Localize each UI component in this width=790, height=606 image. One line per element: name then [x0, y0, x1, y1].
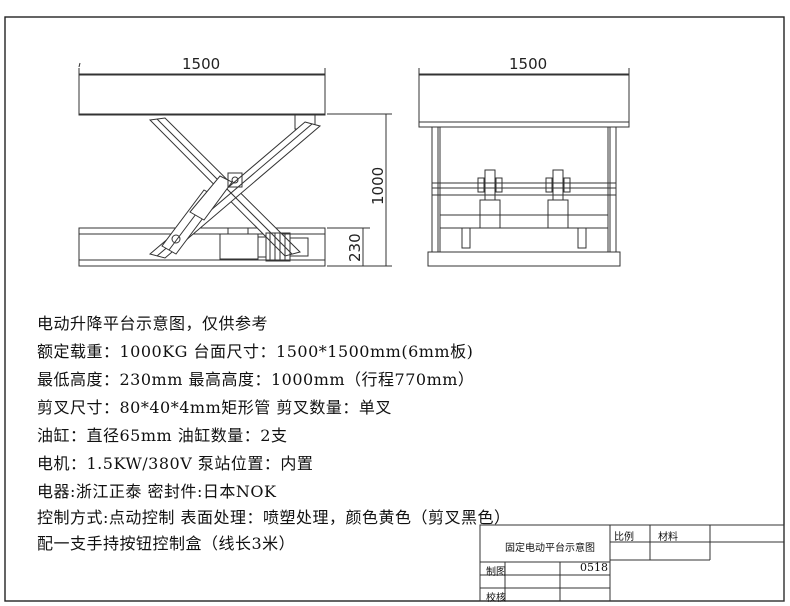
sheet-border [4, 16, 785, 602]
ratio-label: 比例 [614, 532, 634, 543]
note-load: 额定载重：1000KG 台面尺寸：1500*1500mm(6mm板) [37, 342, 474, 361]
title-block [479, 524, 785, 602]
note-cylinder: 油缸：直径65mm 油缸数量：2支 [37, 426, 288, 445]
max-height-dimension: 1000 [369, 167, 387, 205]
note-electrical: 电器:浙江正泰 密封件:日本NOK [37, 482, 277, 501]
drawn-label: 制图 [486, 567, 506, 578]
min-height-dimension: 230 [346, 233, 364, 262]
front-view [418, 68, 630, 267]
note-motor: 电机：1.5KW/380V 泵站位置：内置 [37, 454, 314, 473]
material-label: 材料 [658, 532, 678, 543]
note-title: 电动升降平台示意图，仅供参考 [37, 314, 269, 333]
note-control: 控制方式:点动控制 表面处理：喷塑处理，颜色黄色（剪叉黑色） [37, 508, 511, 527]
front-width-dimension: 1500 [509, 55, 547, 73]
drawing-name: 固定电动平台示意图 [505, 543, 595, 554]
side-width-dimension: 1500 [182, 55, 220, 73]
side-view [78, 62, 392, 267]
note-remote: 配一支手持按钮控制盒（线长3米） [37, 534, 296, 553]
drawing-number: 0518 [580, 561, 608, 574]
note-scissor: 剪叉尺寸：80*40*4mm矩形管 剪叉数量：单叉 [37, 398, 392, 417]
note-height: 最低高度：230mm 最高高度：1000mm（行程770mm） [37, 370, 475, 389]
checked-label: 校核 [486, 593, 506, 604]
